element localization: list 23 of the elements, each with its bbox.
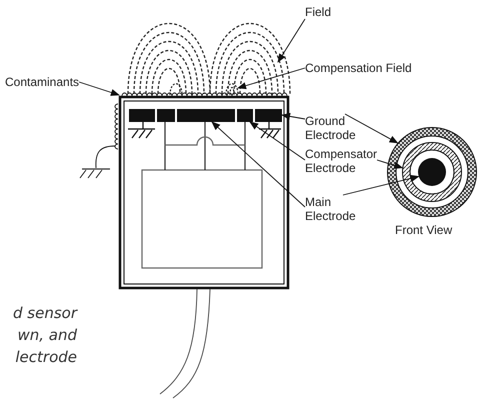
caption-text: wn, and: [17, 326, 77, 344]
caption-text: lectrode: [15, 348, 77, 366]
part-label: Contaminants: [5, 75, 80, 89]
leader-arrow: [278, 18, 306, 63]
leader-arrow: [211, 121, 306, 208]
part-label: Main Electrode: [305, 195, 367, 223]
caption-text: d sensor: [13, 304, 77, 322]
inner-ring: [402, 142, 462, 202]
part-label: Field: [305, 5, 332, 19]
center-disc: [418, 158, 446, 186]
leader-arrow: [249, 122, 306, 160]
leader-arrow: [344, 114, 398, 144]
leader-arrow: [281, 112, 306, 120]
leader-arrow: [237, 68, 306, 90]
part-label: Compensator Electrode: [305, 147, 377, 175]
outer-ring: [387, 127, 477, 217]
part-label: Ground Electrode: [305, 114, 367, 142]
leader-arrow: [342, 174, 420, 196]
part-label: Compensation Field: [305, 61, 412, 75]
view-caption: Front View: [395, 223, 452, 237]
leader-arrow: [78, 82, 120, 96]
contaminant-layer: [114, 92, 288, 150]
field-lines-drawing: [127, 23, 291, 94]
